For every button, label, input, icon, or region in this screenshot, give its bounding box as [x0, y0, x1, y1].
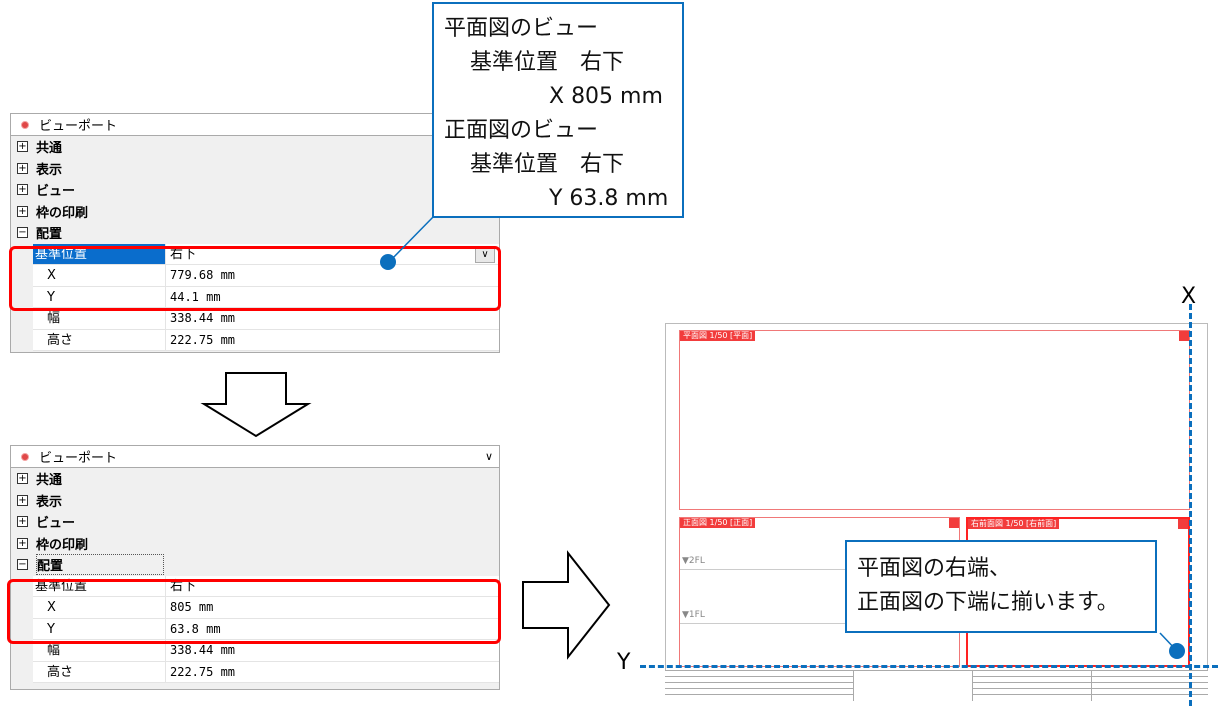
group-placement[interactable]: −配置: [11, 554, 499, 576]
callout-line: X 805 mm: [549, 84, 663, 109]
prop-label: 幅: [33, 308, 166, 329]
expand-icon[interactable]: +: [17, 473, 28, 485]
expand-icon[interactable]: +: [17, 494, 28, 506]
y-field[interactable]: 63.8 mm: [170, 621, 221, 636]
prop-x[interactable]: X 805 mm: [33, 597, 499, 619]
group-common[interactable]: + 共通: [11, 136, 499, 158]
callout-line: 平面図のビュー: [444, 16, 599, 41]
group-label: 配置: [36, 227, 63, 243]
pin-icon[interactable]: [1178, 519, 1188, 529]
prop-y[interactable]: Y 44.1 mm: [33, 286, 499, 308]
callout-line: 基準位置 右下: [470, 50, 625, 75]
width-field[interactable]: 338.44 mm: [170, 643, 236, 657]
arrow-right-icon: [522, 550, 611, 660]
viewport-label[interactable]: 正面図 1/50 [正面]: [680, 518, 756, 528]
expand-icon[interactable]: +: [17, 162, 28, 174]
highlight-box: [9, 246, 501, 311]
height-field[interactable]: 222.75 mm: [170, 332, 236, 347]
callout-top: 平面図のビュー 基準位置 右下 X 805 mm 正面図のビュー 基準位置 右下…: [432, 2, 684, 218]
group-frame-print[interactable]: + 枠の印刷: [11, 533, 499, 555]
callout-line: 基準位置 右下: [470, 152, 625, 177]
group-label: ビュー: [36, 184, 76, 200]
viewport-label[interactable]: 右前面図 1/50 [右前面]: [968, 519, 1060, 529]
chevron-down-icon[interactable]: ∨: [484, 450, 493, 463]
collapse-icon[interactable]: −: [17, 559, 28, 571]
panel-header: ビューポート ∨: [11, 446, 499, 468]
y-guide-line: [640, 665, 1218, 668]
prop-label: 高さ: [33, 661, 166, 682]
prop-width[interactable]: 幅 338.44 mm: [33, 308, 499, 330]
callout-line: Y 63.8 mm: [549, 186, 669, 211]
prop-label: 高さ: [33, 329, 166, 350]
prop-x[interactable]: X 779.68 mm: [33, 265, 499, 287]
expand-icon[interactable]: +: [17, 205, 28, 217]
prop-width[interactable]: 幅 338.44 mm: [33, 640, 499, 662]
group-label: 表示: [36, 162, 63, 178]
prop-label: X: [33, 597, 166, 618]
group-label: 共通: [36, 473, 63, 489]
prop-label: Y: [33, 618, 166, 639]
y-field[interactable]: 44.1 mm: [170, 289, 221, 304]
level-2fl: ▼2FL: [682, 556, 705, 566]
viewport-icon: [21, 120, 29, 129]
group-common[interactable]: + 共通: [11, 468, 499, 490]
group-display[interactable]: + 表示: [11, 158, 499, 180]
callout-line: 平面図の右端、: [857, 556, 1012, 581]
callout-dot: [380, 254, 396, 270]
x-axis-label: X: [1181, 284, 1197, 309]
panel-title: ビューポート: [39, 451, 118, 466]
prop-label: X: [33, 265, 166, 286]
y-axis-label: Y: [617, 650, 631, 675]
panel-header: ビューポート: [11, 114, 499, 136]
callout-dot: [1169, 643, 1185, 659]
expand-icon[interactable]: +: [17, 537, 28, 549]
callout-leader: [388, 213, 437, 263]
prop-label: Y: [33, 286, 166, 307]
prop-label: 基準位置: [33, 575, 166, 596]
prop-height[interactable]: 高さ 222.75 mm: [33, 661, 499, 683]
group-frame-print[interactable]: + 枠の印刷: [11, 201, 499, 223]
collapse-icon[interactable]: −: [17, 227, 28, 239]
callout-bottom: 平面図の右端、 正面図の下端に揃います。: [845, 540, 1157, 633]
pin-icon[interactable]: [1179, 331, 1189, 341]
anchor-select[interactable]: 右下: [170, 578, 197, 594]
group-display[interactable]: + 表示: [11, 490, 499, 512]
group-label: 共通: [36, 141, 63, 157]
height-field[interactable]: 222.75 mm: [170, 664, 236, 679]
anchor-select[interactable]: 右下: [170, 246, 197, 262]
viewport-icon: [21, 452, 29, 461]
pin-icon[interactable]: [949, 518, 959, 528]
expand-icon[interactable]: +: [17, 516, 28, 528]
prop-y[interactable]: Y 63.8 mm: [33, 618, 499, 640]
expand-icon[interactable]: +: [17, 184, 28, 196]
x-guide-line: [1189, 304, 1192, 706]
viewport-label[interactable]: 平面図 1/50 [平面]: [680, 331, 756, 341]
group-label: 表示: [36, 494, 63, 510]
group-label: 枠の印刷: [36, 537, 89, 553]
group-label: 配置: [36, 554, 165, 576]
x-field[interactable]: 805 mm: [170, 600, 214, 614]
highlight-box: [7, 579, 501, 644]
prop-label: 幅: [33, 640, 166, 661]
panel-title: ビューポート: [39, 119, 118, 134]
arrow-down-icon: [200, 372, 312, 438]
group-label: ビュー: [36, 516, 76, 532]
group-view[interactable]: + ビュー: [11, 511, 499, 533]
level-1fl: ▼1FL: [682, 610, 705, 620]
x-field[interactable]: 779.68 mm: [170, 268, 236, 282]
width-field[interactable]: 338.44 mm: [170, 311, 236, 325]
callout-line: 正面図のビュー: [444, 118, 599, 143]
expand-icon[interactable]: +: [17, 141, 28, 153]
callout-line: 正面図の下端に揃います。: [857, 590, 1119, 615]
viewport-plan[interactable]: 平面図 1/50 [平面]: [679, 330, 1190, 510]
prop-height[interactable]: 高さ 222.75 mm: [33, 329, 499, 351]
group-label: 枠の印刷: [36, 205, 89, 221]
group-placement[interactable]: −配置: [11, 222, 499, 244]
title-block: [665, 670, 1208, 701]
group-view[interactable]: + ビュー: [11, 179, 499, 201]
